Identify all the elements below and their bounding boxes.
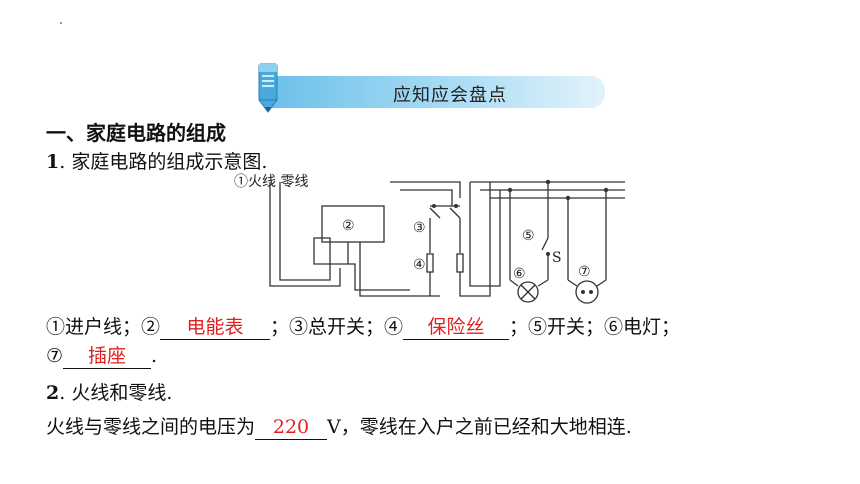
circuit-diagram: ①火线 零线 ② ③ ④ ⑤ S ⑥ ⑦ <box>234 174 625 304</box>
item-1-text: . 家庭电路的组成示意图. <box>59 151 268 173</box>
item-1: 1. 家庭电路的组成示意图. <box>46 147 267 174</box>
answer-fuse: 保险丝 <box>403 317 510 340</box>
item-2: 2. 火线和零线. <box>46 378 172 405</box>
section-banner: 应知应会盘点 <box>255 76 605 108</box>
legend-text-3: ；⑤开关；⑥电灯； <box>509 316 681 338</box>
label-incoming: ①火线 零线 <box>234 174 308 190</box>
item-1-number: 1 <box>46 151 60 173</box>
answer-socket: 插座 <box>63 346 152 369</box>
legend-end: . <box>151 345 158 367</box>
voltage-suffix: V，零线在入户之前已经和大地相连. <box>327 416 632 438</box>
label-meter: ② <box>342 218 355 234</box>
item-2-text: . 火线和零线. <box>59 382 173 404</box>
banner-title: 应知应会盘点 <box>393 85 507 106</box>
section-heading: 一、家庭电路的组成 <box>46 121 226 145</box>
label-fuse: ④ <box>413 257 426 273</box>
label-lamp: ⑥ <box>513 266 526 282</box>
label-switch: ⑤ <box>522 228 535 244</box>
label-main-switch: ③ <box>413 220 426 236</box>
banner-bar <box>271 76 605 108</box>
answer-voltage: 220 <box>255 417 328 440</box>
voltage-prefix: 火线与零线之间的电压为 <box>46 416 256 438</box>
label-socket: ⑦ <box>578 264 591 280</box>
legend-text-4: ⑦ <box>46 345 64 367</box>
corner-dot <box>60 22 62 24</box>
legend-text-2: ；③总开关；④ <box>270 316 404 338</box>
legend-text-1: ①进户线；② <box>46 316 161 338</box>
label-switch-s: S <box>552 250 562 266</box>
item-2-number: 2 <box>46 382 60 404</box>
pen-icon <box>258 63 278 113</box>
answer-meter: 电能表 <box>160 317 271 340</box>
